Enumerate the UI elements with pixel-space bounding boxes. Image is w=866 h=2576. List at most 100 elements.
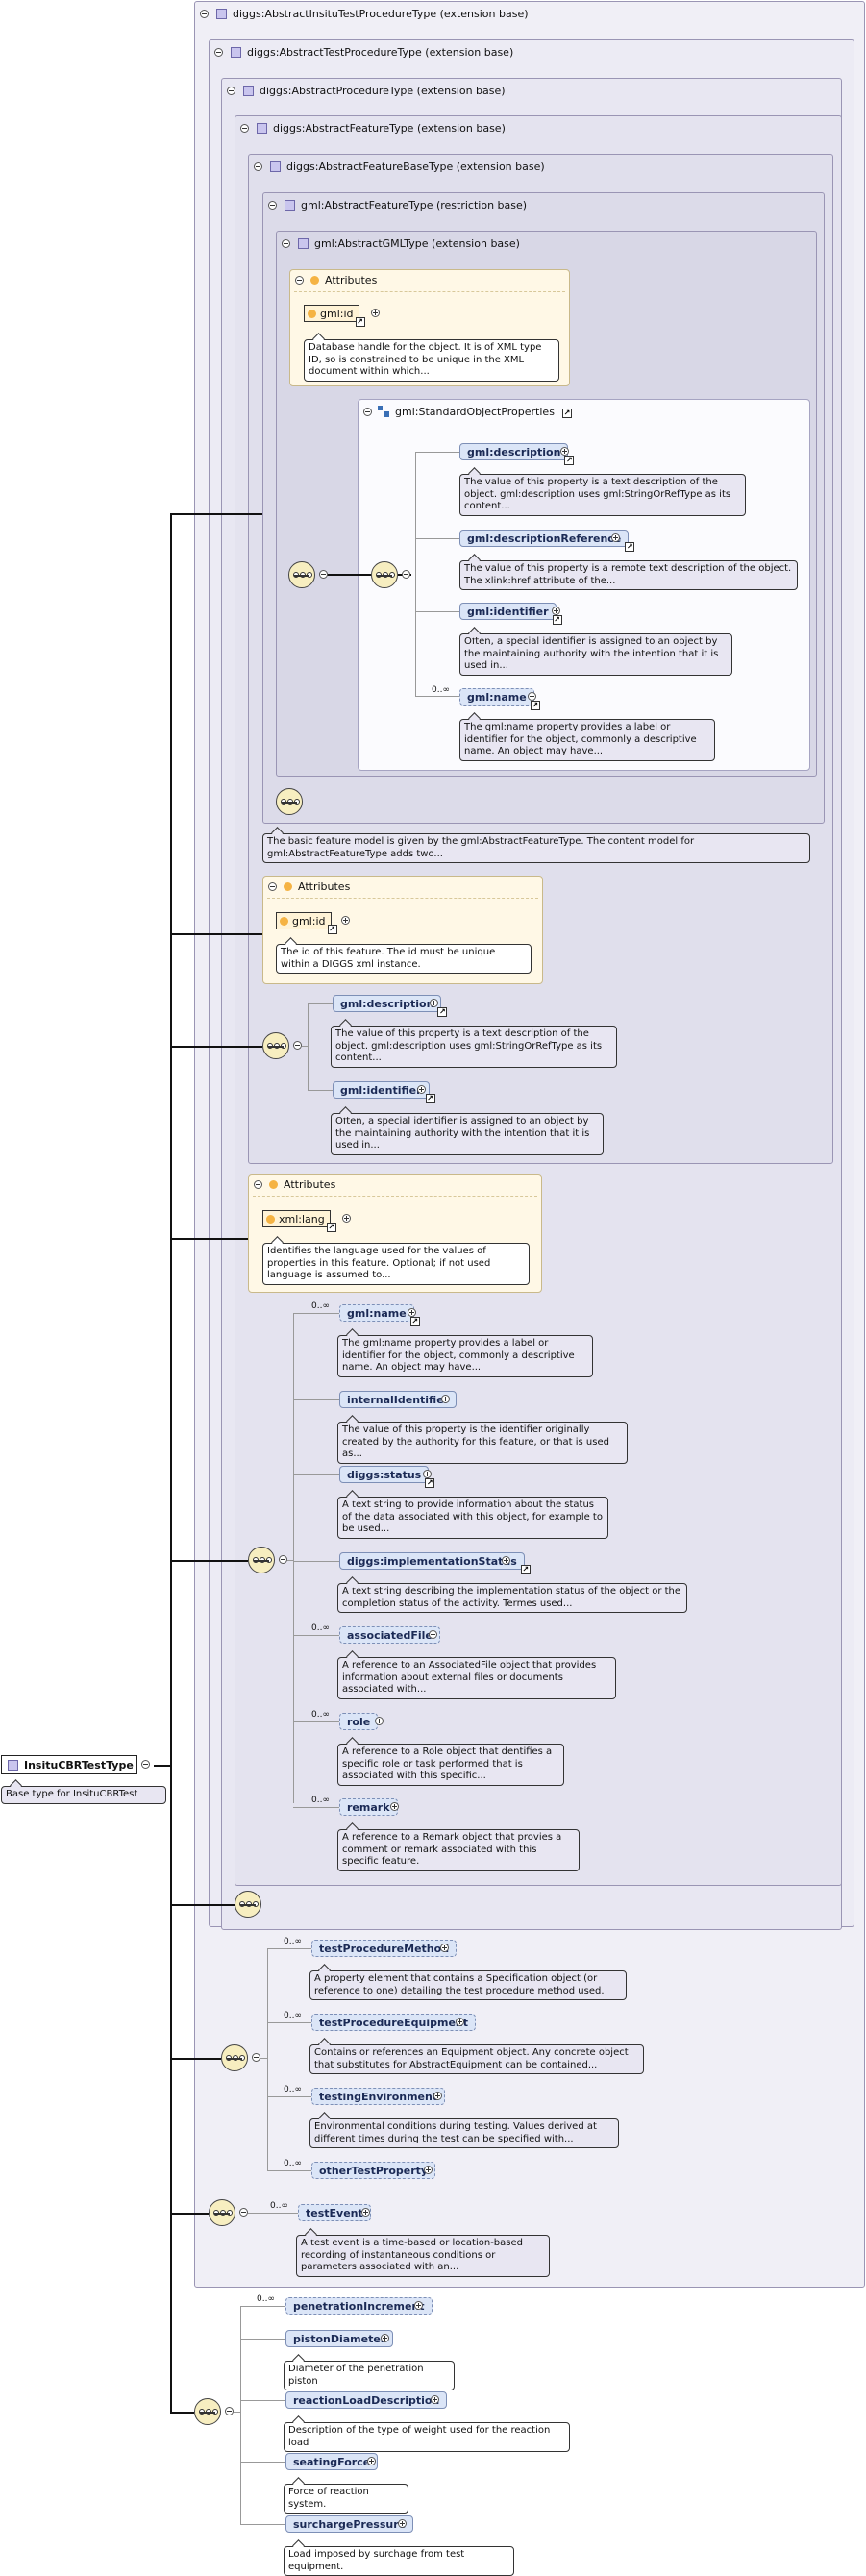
collapse-toggle[interactable] <box>227 86 235 95</box>
expand-icon[interactable] <box>429 1630 437 1639</box>
element-reaction-load-description[interactable]: reactionLoadDescription <box>285 2391 448 2409</box>
collapse-toggle[interactable] <box>363 407 372 416</box>
element-surcharge-pressure[interactable]: surchargePressure <box>285 2515 414 2533</box>
expand-icon[interactable] <box>502 1556 510 1565</box>
expand-icon[interactable] <box>371 309 380 317</box>
element-internal-identifier[interactable]: internalIdentifier <box>339 1391 458 1408</box>
box-title: gml:AbstractFeatureType (restriction bas… <box>301 198 528 211</box>
element-gml-identifier[interactable]: gml:identifier <box>333 1081 435 1103</box>
expand-icon[interactable] <box>342 1214 351 1223</box>
collapse-icon[interactable] <box>279 1555 287 1564</box>
reference-arrow-icon <box>326 1223 336 1232</box>
expand-icon[interactable] <box>341 916 350 925</box>
element-role[interactable]: role <box>339 1713 379 1730</box>
collapse-icon[interactable] <box>225 2407 234 2415</box>
element-piston-diameter[interactable]: pistonDiameter <box>285 2330 394 2347</box>
expand-icon[interactable] <box>361 2208 370 2217</box>
element-name: role <box>347 1715 371 1728</box>
collapse-toggle[interactable] <box>254 1180 262 1189</box>
expand-icon[interactable] <box>398 2519 407 2528</box>
expand-icon[interactable] <box>528 692 536 701</box>
collapse-toggle[interactable] <box>282 238 290 248</box>
attribute-gml-id[interactable]: gml:id <box>304 305 365 327</box>
collapse-icon[interactable] <box>402 570 410 579</box>
element-other-test-property[interactable]: otherTestProperty <box>311 2162 436 2179</box>
element-testing-environment[interactable]: testingEnvironment <box>311 2088 446 2105</box>
collapse-toggle[interactable] <box>295 276 304 285</box>
expand-icon[interactable] <box>441 1395 450 1403</box>
collapse-icon[interactable] <box>293 1041 302 1050</box>
collapse-icon[interactable] <box>239 2208 248 2217</box>
element-diggs-status[interactable]: diggs:status <box>339 1466 435 1488</box>
expand-icon[interactable] <box>423 1470 432 1478</box>
element-gml-description[interactable]: gml:description <box>459 443 575 465</box>
sequence-compositor[interactable] <box>262 1032 289 1059</box>
attribute-gml-id[interactable]: gml:id <box>276 912 337 934</box>
attribute-xml-lang[interactable]: xml:lang <box>262 1210 336 1232</box>
expand-icon[interactable] <box>375 1717 384 1725</box>
element-doc: Often, a special identifier is assigned … <box>331 1113 604 1155</box>
expand-icon[interactable] <box>414 2301 423 2310</box>
expand-icon[interactable] <box>417 1085 426 1094</box>
complex-type-icon <box>257 122 267 134</box>
element-gml-identifier[interactable]: gml:identifier <box>459 603 562 625</box>
element-doc: The gml:name property provides a label o… <box>459 719 715 761</box>
element-associated-file[interactable]: associatedFile <box>339 1626 440 1644</box>
element-doc: Environmental conditions during testing.… <box>309 2118 619 2148</box>
element-seating-force[interactable]: seatingForce <box>285 2453 379 2470</box>
element-doc: The value of this property is a remote t… <box>459 560 798 590</box>
expand-icon[interactable] <box>408 1308 416 1317</box>
attribute-doc: Database handle for the object. It is of… <box>304 339 559 382</box>
element-remark[interactable]: remark <box>339 1798 398 1816</box>
element-doc: Contains or references an Equipment obje… <box>309 2044 644 2074</box>
cardinality: 0..∞ <box>284 2011 302 2020</box>
element-gml-name[interactable]: gml:name <box>459 688 540 710</box>
expand-icon[interactable] <box>552 607 560 615</box>
collapse-toggle[interactable] <box>214 47 223 57</box>
expand-icon[interactable] <box>611 533 620 542</box>
element-gml-description[interactable]: gml:description <box>333 995 448 1017</box>
element-test-procedure-equipment[interactable]: testProcedureEquipment <box>311 2014 477 2031</box>
sequence-compositor[interactable] <box>235 1891 261 1918</box>
expand-icon[interactable] <box>430 999 438 1007</box>
expand-icon[interactable] <box>456 2018 464 2026</box>
collapse-toggle[interactable] <box>254 161 262 171</box>
element-gml-name[interactable]: gml:name <box>339 1304 420 1326</box>
collapse-toggle[interactable] <box>200 9 209 18</box>
root-complex-type[interactable]: InsituCBRTestType <box>1 1755 137 1774</box>
reference-arrow-icon <box>520 1565 531 1574</box>
element-test-event[interactable]: testEvent <box>298 2204 371 2221</box>
attributes-box-xml-lang: Attributes xml:lang Identifies the langu… <box>248 1174 542 1293</box>
collapse-toggle[interactable] <box>240 123 249 133</box>
sequence-compositor[interactable] <box>371 561 398 588</box>
element-name: gml:descriptionReference <box>467 532 622 545</box>
expand-icon[interactable] <box>367 2457 376 2465</box>
sequence-compositor[interactable] <box>288 561 315 588</box>
expand-icon[interactable] <box>560 447 569 456</box>
element-penetration-increment[interactable]: penetrationIncrement <box>285 2297 433 2315</box>
collapse-toggle[interactable] <box>268 882 277 891</box>
sequence-compositor[interactable] <box>276 788 303 815</box>
element-gml-description-reference[interactable]: gml:descriptionReference <box>459 530 635 552</box>
element-doc: The gml:name property provides a label o… <box>337 1335 593 1377</box>
reference-arrow-icon <box>561 409 572 418</box>
collapse-icon[interactable] <box>252 2053 260 2062</box>
expand-icon[interactable] <box>433 2092 442 2100</box>
expand-icon[interactable] <box>381 2334 389 2342</box>
collapse-toggle[interactable] <box>268 200 277 210</box>
sequence-compositor[interactable] <box>221 2044 248 2071</box>
sequence-compositor[interactable] <box>248 1547 275 1573</box>
collapse-icon[interactable] <box>141 1760 150 1769</box>
expand-icon[interactable] <box>390 1802 399 1811</box>
sequence-compositor[interactable] <box>194 2398 221 2425</box>
expand-icon[interactable] <box>431 2395 439 2404</box>
expand-icon[interactable] <box>424 2166 433 2174</box>
element-diggs-implementation-status[interactable]: diggs:implementationStatus <box>339 1552 531 1574</box>
expand-icon[interactable] <box>440 1944 449 1952</box>
attribute-name: xml:lang <box>279 1212 325 1226</box>
attribute-doc: Identifies the language used for the val… <box>262 1243 530 1285</box>
element-test-procedure-method[interactable]: testProcedureMethod <box>311 1940 458 1957</box>
element-name: gml:name <box>467 690 527 704</box>
collapse-icon[interactable] <box>319 570 328 579</box>
sequence-compositor[interactable] <box>209 2199 235 2226</box>
